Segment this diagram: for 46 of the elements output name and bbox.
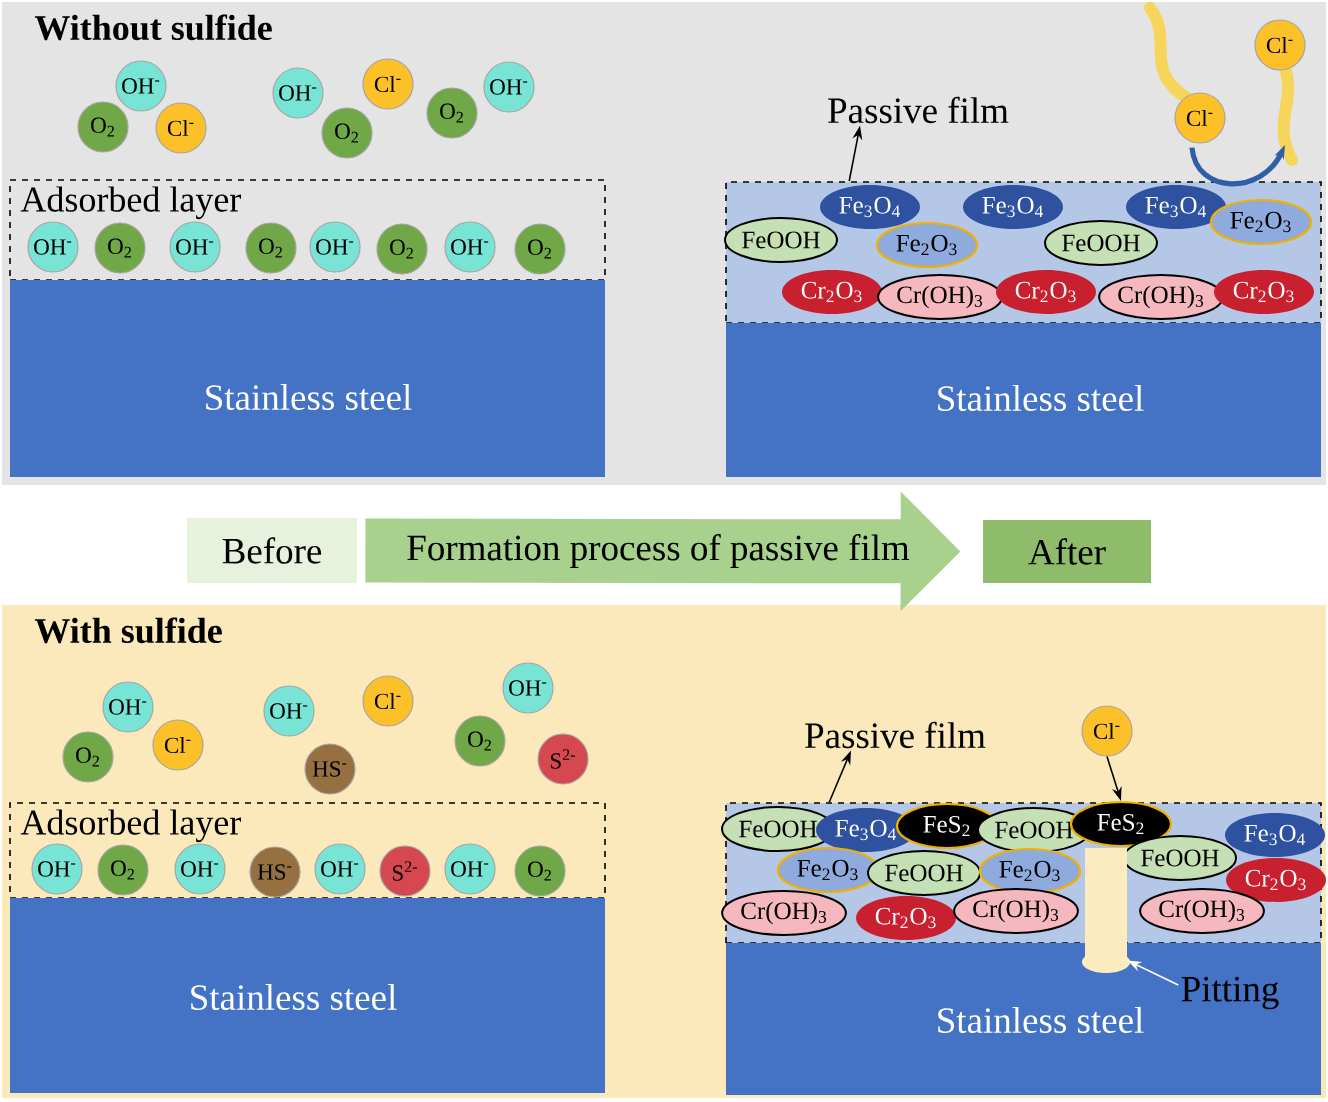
ion-bubble: OH$^{-}$	[102, 681, 154, 733]
ion-bubble: O$_{2}$	[62, 731, 114, 783]
ion-bubble: S$^{2-}$	[537, 733, 589, 785]
ion-bubble: O$_{2}$	[426, 87, 478, 139]
ion-bubble: OH$^{-}$	[314, 843, 366, 895]
ion-bubble: Cl$^{-}$	[155, 102, 207, 154]
ion-bubble: OH$^{-}$	[169, 221, 221, 273]
ion-bubble: OH$^{-}$	[263, 685, 315, 737]
ion-bubble: OH$^{-}$	[483, 61, 535, 113]
ion-bubble: O$_{2}$	[97, 844, 149, 896]
ion-bubble: O$_{2}$	[245, 222, 297, 274]
ion-bubble: Cl$^{-}$	[152, 719, 204, 771]
ion-bubble: OH$^{-}$	[31, 843, 83, 895]
ion-bubble: Cl$^{-}$	[1254, 19, 1306, 71]
ion-bubble: HS$^{-}$	[304, 743, 356, 795]
ion-bubble: Cl$^{-}$	[1081, 705, 1133, 757]
ion-bubble: Cl$^{-}$	[1174, 92, 1226, 144]
ion-bubble: O$_{2}$	[376, 223, 428, 275]
pitting-label: Pitting	[1181, 976, 1279, 1010]
ion-bubble: HS$^{-}$	[249, 846, 301, 898]
ion-bubble: S$^{2-}$	[379, 845, 431, 897]
ion-bubble: Cl$^{-}$	[362, 58, 414, 110]
ion-bubble: Cl$^{-}$	[362, 675, 414, 727]
ion-bubble: O$_{2}$	[454, 715, 506, 767]
ion-bubble: OH$^{-}$	[174, 843, 226, 895]
ion-bubble: OH$^{-}$	[309, 221, 361, 273]
stage-box: Before	[187, 518, 357, 583]
film-label: Passive film	[805, 721, 986, 749]
ion-bubble: O$_{2}$	[321, 107, 373, 159]
ion-bubble: O$_{2}$	[514, 223, 566, 275]
steel-block: Stainless steel	[10, 280, 605, 477]
ion-bubble: OH$^{-}$	[502, 662, 554, 714]
ion-bubble: O$_{2}$	[77, 101, 129, 153]
ion-bubble: OH$^{-}$	[444, 843, 496, 895]
ion-bubble: OH$^{-}$	[27, 221, 79, 273]
ion-bubble: O$_{2}$	[514, 845, 566, 897]
ion-bubble: OH$^{-}$	[272, 67, 324, 119]
pit-drawing	[1082, 848, 1130, 973]
edge-label: Formation process of passive film	[407, 534, 910, 568]
steel-block: Stainless steel	[10, 898, 605, 1093]
ion-bubble: OH$^{-}$	[444, 221, 496, 273]
ion-bubble: OH$^{-}$	[115, 60, 167, 112]
film-label: Passive film	[828, 96, 1009, 124]
steel-block: Stainless steel	[726, 323, 1321, 477]
stage-box: After	[983, 520, 1151, 583]
ion-bubble: O$_{2}$	[94, 222, 146, 274]
